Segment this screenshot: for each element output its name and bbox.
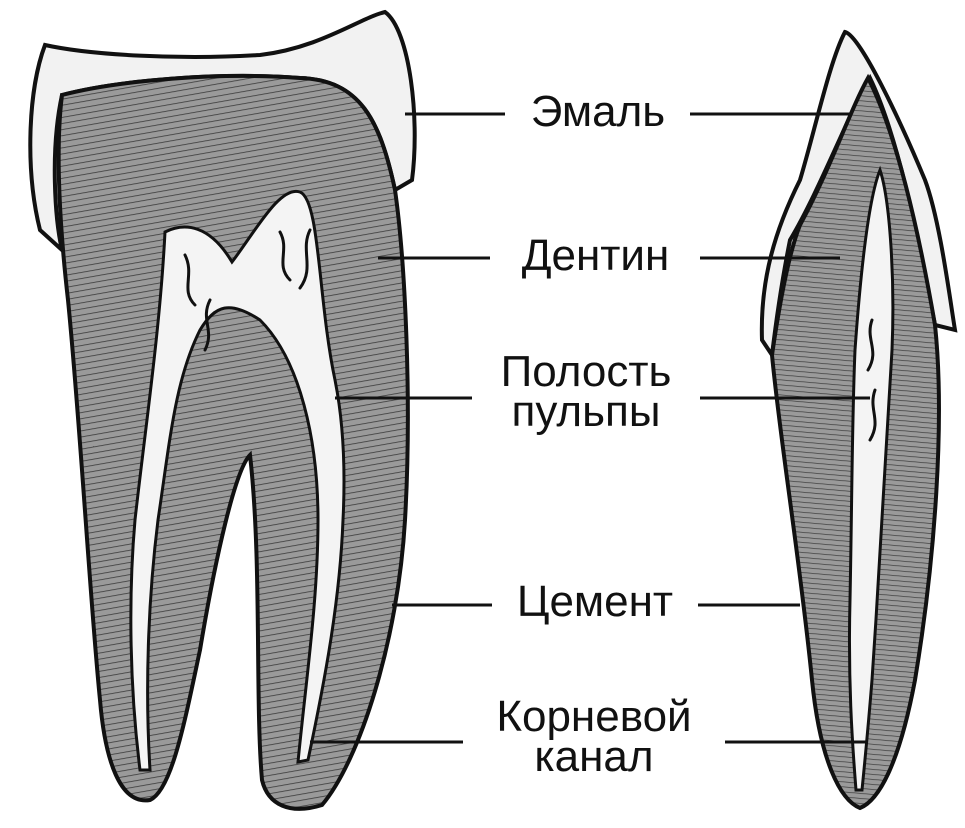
molar-tooth <box>30 12 414 809</box>
incisor-tooth <box>762 32 955 808</box>
label-enamel: Эмаль <box>508 92 688 132</box>
label-pulp-cavity: Полость пульпы <box>475 352 697 432</box>
label-cement: Цемент <box>494 582 696 622</box>
label-root-canal: Корневой канал <box>463 697 725 777</box>
molar-dentin <box>59 76 408 809</box>
label-dentin: Дентин <box>493 236 698 276</box>
